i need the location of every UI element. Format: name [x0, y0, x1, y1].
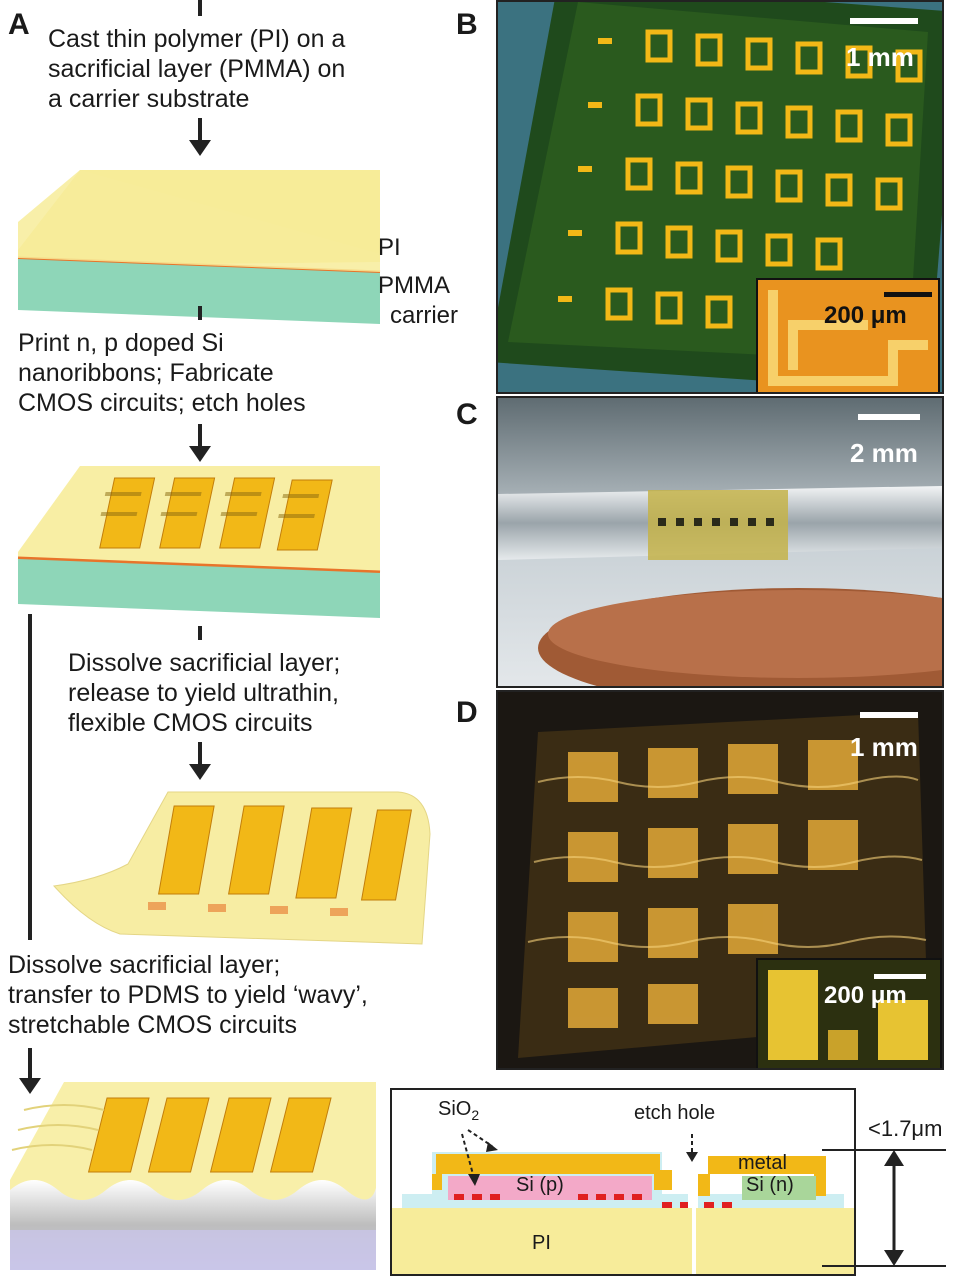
scale-label-b: 1 mm — [846, 42, 914, 72]
flow-branch-line — [28, 614, 32, 940]
step-3-text: Dissolve sacrificial layer; release to y… — [68, 649, 341, 737]
flexible-circuit-film — [52, 791, 431, 945]
substrate-with-circuits — [17, 466, 381, 618]
flow-tick — [198, 0, 202, 16]
label-si-n: Si (n) — [746, 1174, 794, 1196]
cross-section-drawing — [392, 1129, 854, 1274]
inset-d: 200 μm — [756, 958, 942, 1068]
flow-arrow-down — [189, 118, 211, 156]
scale-label-d: 1 mm — [850, 732, 918, 762]
label-sio2-main: SiO — [438, 1098, 472, 1120]
flow-arrow-down — [19, 1048, 41, 1094]
flow-tick — [198, 626, 202, 640]
flow-arrow-down — [189, 424, 211, 462]
scale-label-c: 2 mm — [850, 438, 918, 468]
label-carrier: carrier — [390, 302, 459, 329]
thickness-indicator — [822, 1149, 946, 1267]
inset-scale-label-d: 200 μm — [824, 982, 907, 1009]
label-sio2-subscript: 2 — [471, 1107, 480, 1123]
scale-bar — [860, 712, 918, 718]
inset-scale-bar — [884, 292, 932, 297]
thickness-label: <1.7μm — [868, 1116, 943, 1141]
label-pmma: PMMA — [378, 272, 450, 299]
step-2-text: Print n, p doped Si nanoribbons; Fabrica… — [18, 329, 306, 417]
step-1-text: Cast thin polymer (PI) on a sacrificial … — [48, 25, 346, 113]
photo-panel-c: 2 mm — [496, 396, 944, 688]
label-si-p: Si (p) — [516, 1174, 564, 1196]
panel-label-b: B — [456, 8, 478, 41]
flow-tick — [198, 306, 202, 320]
flow-arrow-down — [189, 742, 211, 780]
scale-bar — [850, 18, 918, 24]
wrapped-circuit-photo — [498, 398, 942, 686]
label-pi-base: PI — [532, 1232, 551, 1254]
wavy-stretchable-substrate — [10, 1082, 376, 1270]
inset-scale-label-b: 200 μm — [824, 302, 907, 329]
inset-b: 200 μm — [756, 278, 940, 392]
inset-circuit-detail — [758, 280, 938, 392]
panel-label-d: D — [456, 696, 478, 729]
label-sio2: SiO2 — [438, 1098, 479, 1123]
panel-label-c: C — [456, 398, 478, 431]
scale-bar — [858, 414, 920, 420]
photo-panel-b: 1 mm 200 μm — [496, 0, 944, 394]
label-pi: PI — [378, 234, 401, 261]
panel-label-a: A — [8, 8, 30, 41]
label-metal: metal — [738, 1152, 787, 1174]
label-etch-hole: etch hole — [634, 1102, 716, 1124]
photo-panel-d: 1 mm 200 μm — [496, 690, 944, 1070]
cross-section-diagram: SiO2 etch hole metal Si (p) Si (n) PI — [390, 1088, 856, 1276]
inset-scale-bar — [874, 974, 926, 979]
substrate-stack — [17, 170, 381, 324]
step-4-text: Dissolve sacrificial layer; transfer to … — [8, 951, 368, 1039]
